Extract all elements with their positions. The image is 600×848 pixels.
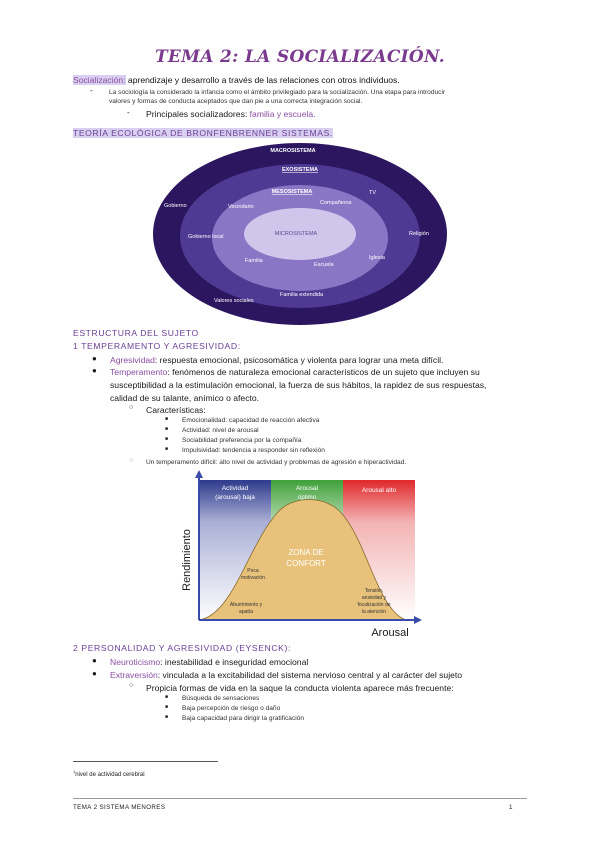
- x-axis-arrow: [414, 616, 422, 624]
- dash-bullet: -: [127, 108, 130, 117]
- circle-bullet: ○: [129, 457, 134, 464]
- square-bullet: ■: [165, 704, 169, 710]
- socializadores-line: Principales socializadores: familia y es…: [146, 109, 316, 120]
- socializacion-definition: Socialización: aprendizaje y desarrollo …: [73, 75, 400, 86]
- label-companeros: Compañeros: [320, 200, 352, 206]
- agresividad-def: : respuesta emocional, psicosomática y v…: [154, 355, 444, 365]
- extraversion-term: Extraversión: [110, 670, 158, 680]
- square-bullet: ■: [165, 426, 169, 432]
- aburrimiento-line-2: apatía: [239, 609, 253, 615]
- disc-bullet: ●: [92, 354, 97, 363]
- circle-bullet: ○: [129, 682, 134, 689]
- caracteristica-4: Impulsividad: tendencia a responder sin …: [182, 447, 325, 454]
- footer-rule: [73, 798, 527, 799]
- tension-line-1: Tensión,: [365, 588, 384, 594]
- footnote-text: nivel de actividad cerebral: [75, 772, 145, 778]
- page-title: TEMA 2: LA SOCIALIZACIÓN.: [154, 47, 446, 67]
- macrosystem-label: MACROSISTEMA: [270, 148, 315, 154]
- personalidad-item-1: Búsqueda de sensaciones: [182, 695, 260, 702]
- label-gobierno-local: Gobierno local: [188, 234, 223, 240]
- temperamento-dificil: Un temperamento difícil: alto nivel de a…: [146, 459, 407, 466]
- estructura-heading: ESTRUCTURA DEL SUJETO: [73, 328, 199, 338]
- mesosystem-label: MESOSISTEMA: [272, 189, 313, 195]
- arousal-performance-chart: Actividad (arousal) baja Arousal óptimo …: [181, 470, 422, 639]
- square-bullet: ■: [165, 694, 169, 700]
- bronfenbrenner-heading: TEORÍA ECOLÓGICA DE BRONFENBRENNER SISTE…: [73, 128, 333, 138]
- socializadores-label: Principales socializadores:: [146, 109, 248, 119]
- personalidad-heading: 2 PERSONALIDAD Y AGRESIVIDAD (EYSENCK):: [73, 643, 291, 653]
- square-bullet: ■: [165, 416, 169, 422]
- exosystem-label: EXOSISTEMA: [282, 167, 318, 173]
- label-vecindario: Vecindario: [228, 204, 254, 210]
- caracteristicas-label: Características:: [146, 405, 206, 415]
- zone-mid-label-2: óptimo: [298, 495, 317, 501]
- square-bullet: ■: [165, 714, 169, 720]
- circle-bullet: ○: [129, 404, 134, 411]
- temperamento-def-1: : fenómenos de naturaleza emocional cara…: [167, 367, 480, 377]
- footnote: 1nivel de actividad cerebral: [73, 767, 145, 780]
- label-escuela: Escuela: [314, 262, 335, 268]
- tension-line-2: ansiedad y: [362, 595, 387, 601]
- y-axis-arrow: [195, 470, 203, 478]
- square-bullet: ■: [165, 446, 169, 452]
- zone-low-label-2: (arousal) baja: [215, 494, 255, 501]
- temperamento-line-2: susceptibilidad a la estimulación emocio…: [110, 380, 487, 390]
- agresividad-term: Agresividad: [110, 355, 155, 365]
- performance-curve: [198, 499, 407, 621]
- neuroticismo-line: Neuroticismo: inestabilidad e insegurida…: [110, 657, 308, 668]
- dash-bullet: -: [90, 86, 93, 95]
- disc-bullet: ●: [92, 669, 97, 678]
- label-valores-sociales: Valores sociales: [214, 298, 254, 304]
- extraversion-def: : vinculada a la excitabilidad del siste…: [157, 670, 463, 680]
- zone-low-label-1: Actividad: [222, 485, 249, 492]
- label-tv: TV: [369, 190, 376, 196]
- socializacion-note-2: valores y formas de conducta aceptados q…: [109, 98, 363, 105]
- zone-high-label: Arousal alto: [362, 487, 397, 494]
- bronfenbrenner-diagram: MACROSISTEMA EXOSISTEMA MESOSISTEMA MICR…: [153, 143, 447, 325]
- socializacion-term: Socialización:: [73, 75, 126, 85]
- socializadores-value: familia y escuela.: [247, 109, 316, 119]
- y-axis-label: Rendimiento: [181, 529, 193, 591]
- disc-bullet: ●: [92, 656, 97, 665]
- tension-line-4: la atención: [362, 609, 386, 615]
- label-religion: Religión: [409, 231, 429, 237]
- neuroticismo-term: Neuroticismo: [110, 657, 161, 667]
- label-gobierno: Gobierno: [164, 203, 187, 209]
- comfort-zone-line-1: ZONA DE: [288, 548, 323, 557]
- caracteristica-3: Sociabilidad preferencia por la compañía: [182, 437, 302, 444]
- tension-line-3: focalización de: [357, 602, 390, 608]
- neuroticismo-def: : inestabilidad e inseguridad emocional: [160, 657, 309, 667]
- footnote-separator: [73, 761, 218, 762]
- zone-mid-label-1: Arousal: [296, 485, 319, 492]
- personalidad-item-3: Baja capacidad para dirigir la gratifica…: [182, 715, 305, 722]
- caracteristica-1: Emocionalidad: capacidad de reacción afe…: [182, 417, 320, 424]
- label-familia-extendida: Familia extendida: [280, 292, 324, 298]
- footer-title: TEMA 2 SISTEMA MENORES: [73, 804, 166, 811]
- x-axis-label: Arousal: [371, 627, 408, 639]
- label-familia: Familia: [245, 258, 264, 264]
- socializacion-def-text: aprendizaje y desarrollo a través de las…: [125, 75, 400, 85]
- microsystem-ring: [244, 208, 356, 260]
- temperamento-heading: 1 TEMPERAMENTO Y AGRESIVIDAD:: [73, 341, 241, 351]
- aburrimiento-line-1: Aburrimiento y: [230, 602, 263, 608]
- socializacion-note-1: La sociología la considerado la infancia…: [109, 89, 446, 96]
- extraversion-line: Extraversión: vinculada a la excitabilid…: [110, 670, 462, 681]
- disc-bullet: ●: [92, 366, 97, 375]
- poca-line-2: motivación: [241, 575, 265, 581]
- poca-line-1: Poca: [247, 568, 259, 574]
- propicia-line: Propicia formas de vida en la saque la c…: [146, 683, 454, 693]
- square-bullet: ■: [165, 436, 169, 442]
- microsystem-label: MICROSISTEMA: [275, 231, 318, 237]
- footnote-mark: 1: [73, 769, 76, 774]
- agresividad-line: Agresividad: respuesta emocional, psicos…: [110, 355, 443, 366]
- page-number: 1: [509, 804, 513, 811]
- personalidad-item-2: Baja percepción de riesgo o daño: [182, 705, 281, 712]
- temperamento-line-1: Temperamento: fenómenos de naturaleza em…: [110, 367, 480, 378]
- temperamento-line-3: calidad de su talante, anímico o afecto.: [110, 393, 260, 403]
- temperamento-term: Temperamento: [110, 367, 168, 377]
- comfort-zone-line-2: CONFORT: [286, 559, 326, 568]
- label-iglesia: Iglesia: [369, 255, 386, 261]
- caracteristica-2: Actividad: nivel de arousal: [182, 427, 259, 434]
